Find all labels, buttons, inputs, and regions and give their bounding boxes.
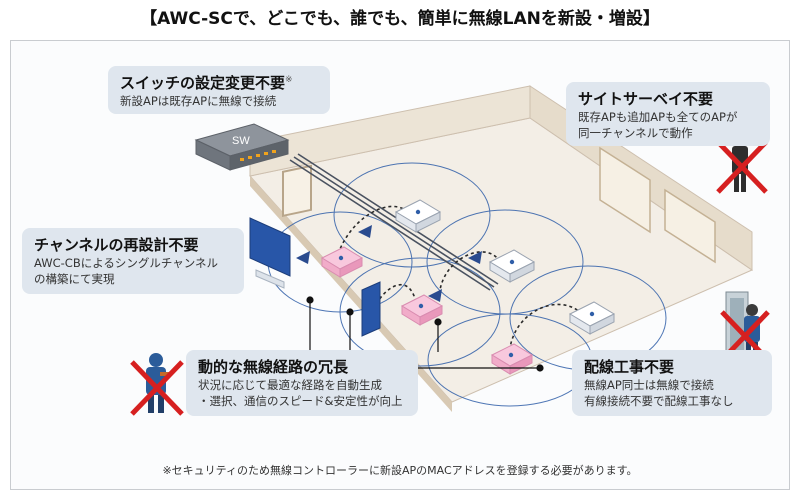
callout-redundancy: 動的な無線経路の冗長 状況に応じて最適な経路を自動生成 ・選択、通信のスピード&…	[186, 350, 418, 416]
callout-wiring-heading: 配線工事不要	[584, 358, 675, 376]
callout-survey-line-1: 既存APも追加APも全てのAPが	[578, 110, 738, 124]
callout-wiring-line-1: 無線AP同士は無線で接続	[584, 378, 714, 392]
callout-redundancy-line-1: 状況に応じて最適な経路を自動生成	[198, 378, 382, 392]
new-ap-2	[400, 294, 444, 326]
footnote-mark: ※	[285, 75, 293, 85]
new-ap-3	[490, 343, 534, 375]
callout-pointers	[306, 296, 544, 372]
cable-worker-crossed-icon	[130, 353, 184, 416]
callout-wiring-line-2: 有線接続不要で配線工事なし	[584, 394, 734, 408]
switch-device: SW	[194, 123, 290, 171]
callout-channel-heading: チャンネルの再設計不要	[34, 236, 199, 254]
page-title: 【AWC-SCで、どこでも、誰でも、簡単に無線LANを新設・増設】	[140, 9, 660, 29]
callout-switch-heading-text: スイッチの設定変更不要	[120, 74, 286, 92]
callout-switch-heading: スイッチの設定変更不要※	[120, 72, 320, 93]
callout-redundancy-heading: 動的な無線経路の冗長	[198, 358, 349, 376]
monitor-left	[249, 217, 291, 289]
callout-switch-text: 新設APは既存APに無線で接続	[120, 94, 277, 108]
footnote: ※セキュリティのため無線コントローラーに新設APのMACアドレスを登録する必要が…	[162, 464, 638, 477]
callout-channel: チャンネルの再設計不要 AWC-CBによるシングルチャンネル の構築にて実現	[22, 228, 244, 294]
callout-survey-heading: サイトサーベイ不要	[578, 90, 714, 108]
callout-channel-line-1: AWC-CBによるシングルチャンネル	[34, 256, 219, 270]
callout-site-survey: サイトサーベイ不要 既存APも追加APも全てのAPが 同一チャンネルで動作	[566, 82, 770, 146]
switch-label: SW	[232, 135, 250, 147]
existing-ap-1	[394, 199, 442, 233]
callout-redundancy-line-2: ・選択、通信のスピード&安定性が向上	[198, 394, 403, 408]
callout-switch-config: スイッチの設定変更不要※ 新設APは既存APに無線で接続	[108, 66, 330, 114]
link-arrows	[296, 225, 482, 302]
existing-ap-2	[488, 249, 536, 283]
callout-survey-line-2: 同一チャンネルで動作	[578, 126, 693, 140]
existing-ap-3	[568, 301, 616, 335]
monitor-right	[361, 281, 381, 337]
callout-channel-line-2: の構築にて実現	[34, 272, 115, 286]
new-ap-1	[320, 246, 364, 278]
callout-wiring: 配線工事不要 無線AP同士は無線で接続 有線接続不要で配線工事なし	[572, 350, 772, 416]
